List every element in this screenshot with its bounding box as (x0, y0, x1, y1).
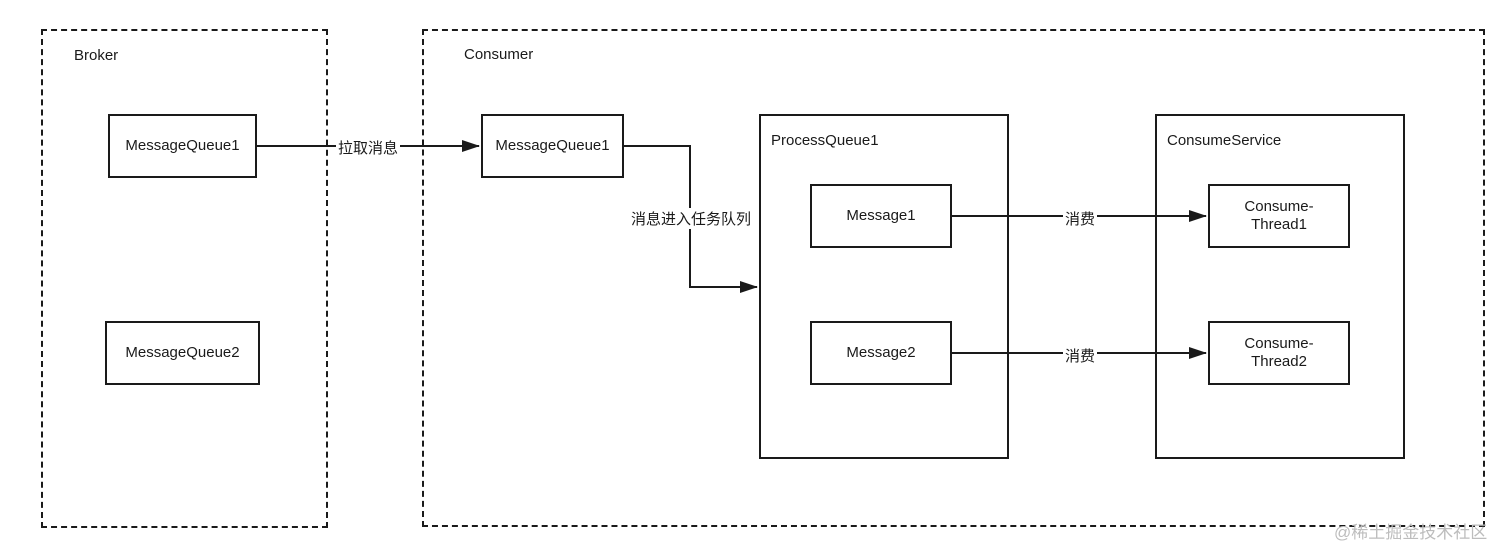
broker-group: Broker (41, 29, 328, 528)
message-2-label: Message2 (846, 344, 916, 361)
consume-thread-2-line1: Consume- (1244, 335, 1314, 352)
consume-service-container: ConsumeService (1155, 114, 1405, 459)
consume-service-label: ConsumeService (1167, 132, 1282, 149)
broker-message-queue-2: MessageQueue2 (105, 321, 260, 385)
pull-edge-label: 拉取消息 (336, 137, 401, 158)
consume-thread-1-line2: Thread1 (1251, 216, 1307, 233)
consumer-label: Consumer (464, 46, 534, 63)
consumer-group: Consumer (422, 29, 1485, 527)
broker-label: Broker (74, 47, 119, 64)
message-1-box: Message1 (810, 184, 952, 248)
broker-message-queue-1-label: MessageQueue1 (125, 137, 240, 154)
message-1-label: Message1 (846, 207, 916, 224)
broker-message-queue-1: MessageQueue1 (108, 114, 257, 178)
consume-thread-2-line2: Thread2 (1251, 353, 1307, 370)
consume-2-edge-label: 消费 (1063, 345, 1098, 366)
watermark-text: @稀土掘金技术社区 (1334, 523, 1488, 542)
consumer-message-queue-1: MessageQueue1 (481, 114, 624, 178)
consume-thread-1-box: Consume- Thread1 (1208, 184, 1350, 248)
process-queue-label: ProcessQueue1 (771, 132, 879, 149)
consume-thread-2-box: Consume- Thread2 (1208, 321, 1350, 385)
watermark: @稀土掘金技术社区 (1334, 518, 1487, 543)
message-2-box: Message2 (810, 321, 952, 385)
consume-thread-1-line1: Consume- (1244, 198, 1314, 215)
broker-message-queue-2-label: MessageQueue2 (125, 344, 240, 361)
consumer-message-queue-1-label: MessageQueue1 (495, 137, 610, 154)
consume-1-edge-label: 消费 (1063, 208, 1098, 229)
enqueue-edge-label: 消息进入任务队列 (629, 208, 754, 229)
process-queue-container: ProcessQueue1 (759, 114, 1009, 459)
